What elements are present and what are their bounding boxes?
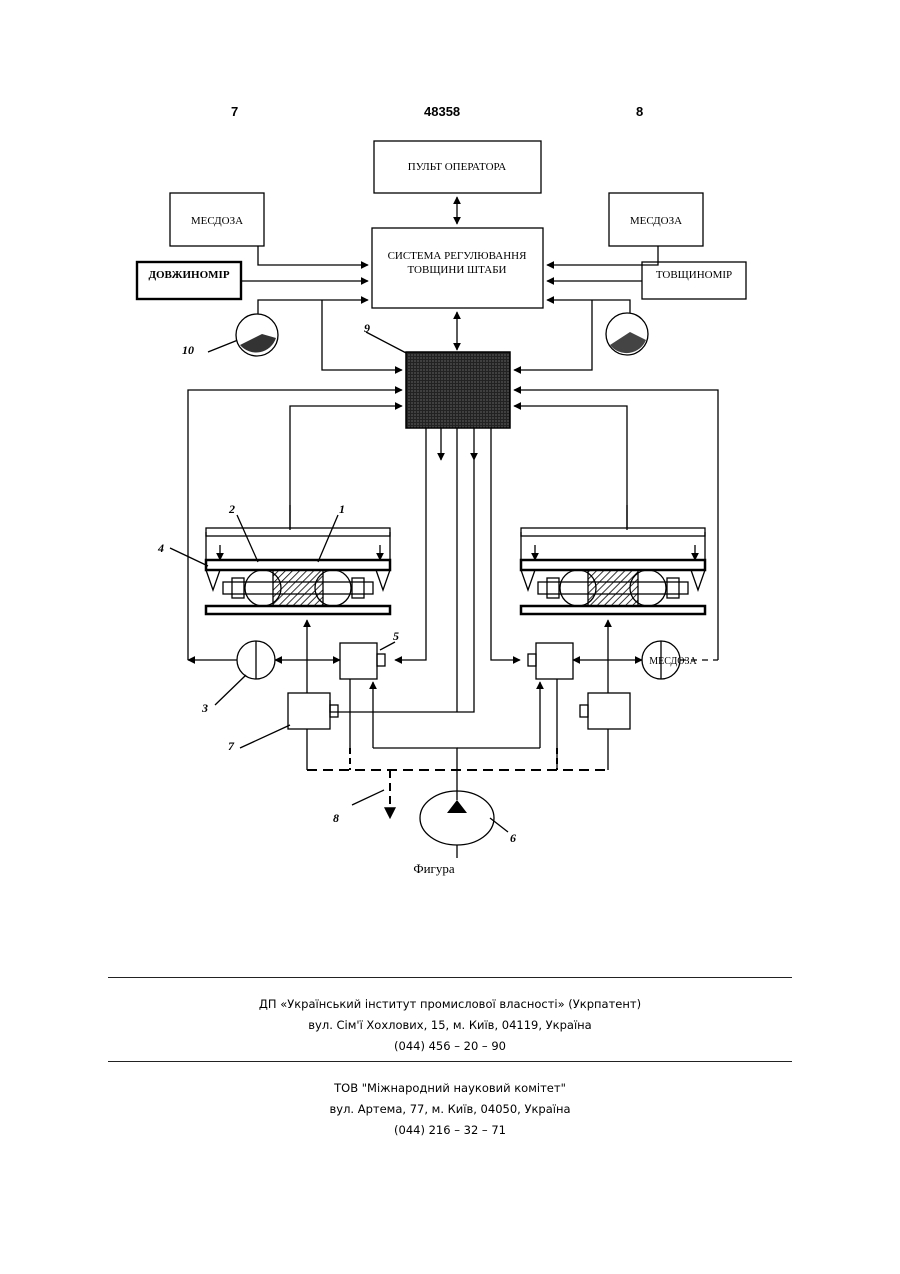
footer-org2-name: ТОВ "Міжнародний науковий комітет": [108, 1078, 792, 1099]
ref-5: 5: [393, 629, 399, 643]
ref-9: 9: [364, 321, 370, 335]
ref-8: 8: [333, 811, 339, 825]
length-meter-label: ДОВЖИНОМІР: [148, 269, 229, 281]
footer-org1-phone: (044) 456 – 20 – 90: [108, 1036, 792, 1057]
footer-org-1: ДП «Український інститут промислової вла…: [108, 994, 792, 1057]
footer-rule-middle: [108, 1061, 792, 1062]
footer-rule-top: [108, 977, 792, 978]
valve-7-right: [588, 693, 630, 729]
footer-org-2: ТОВ "Міжнародний науковий комітет" вул. …: [108, 1078, 792, 1141]
footer-org1-name: ДП «Український інститут промислової вла…: [108, 994, 792, 1015]
rolling-mill-diagram: ПУЛЬТ ОПЕРАТОРА СИСТЕМА РЕГУЛЮВАННЯ ТОВЩ…: [0, 0, 900, 900]
roll-sensor-left: [236, 314, 278, 356]
thickness-meter-label: ТОВЩИНОМІР: [656, 269, 732, 281]
ref-4: 4: [157, 541, 164, 555]
operator-panel-label: ПУЛЬТ ОПЕРАТОРА: [408, 161, 506, 173]
valve-7-left: [288, 693, 330, 729]
control-system-label-2: ТОВЩИНИ ШТАБИ: [407, 264, 506, 276]
ref-3: 3: [201, 701, 208, 715]
roll-sensor-right: [606, 313, 648, 355]
servo-valve-5-left: [340, 643, 377, 679]
load-cell-right-label: МЕСДОЗА: [630, 215, 682, 227]
ref-1: 1: [339, 502, 345, 516]
servo-valve-5-right: [536, 643, 573, 679]
footer-org2-phone: (044) 216 – 32 – 71: [108, 1120, 792, 1141]
figure-caption: Фигура: [413, 861, 455, 876]
footer-org1-address: вул. Сім'ї Хохлових, 15, м. Київ, 04119,…: [108, 1015, 792, 1036]
controller-block-9: [406, 352, 510, 428]
control-system-label-1: СИСТЕМА РЕГУЛЮВАННЯ: [388, 250, 528, 262]
ref-7: 7: [228, 739, 235, 753]
ref-6: 6: [510, 831, 516, 845]
ref-10: 10: [182, 343, 194, 357]
footer-org2-address: вул. Артема, 77, м. Київ, 04050, Україна: [108, 1099, 792, 1120]
load-cell-bottom-label: МЕСДОЗА: [649, 656, 697, 667]
ref-2: 2: [228, 502, 235, 516]
load-cell-left-label: МЕСДОЗА: [191, 215, 243, 227]
